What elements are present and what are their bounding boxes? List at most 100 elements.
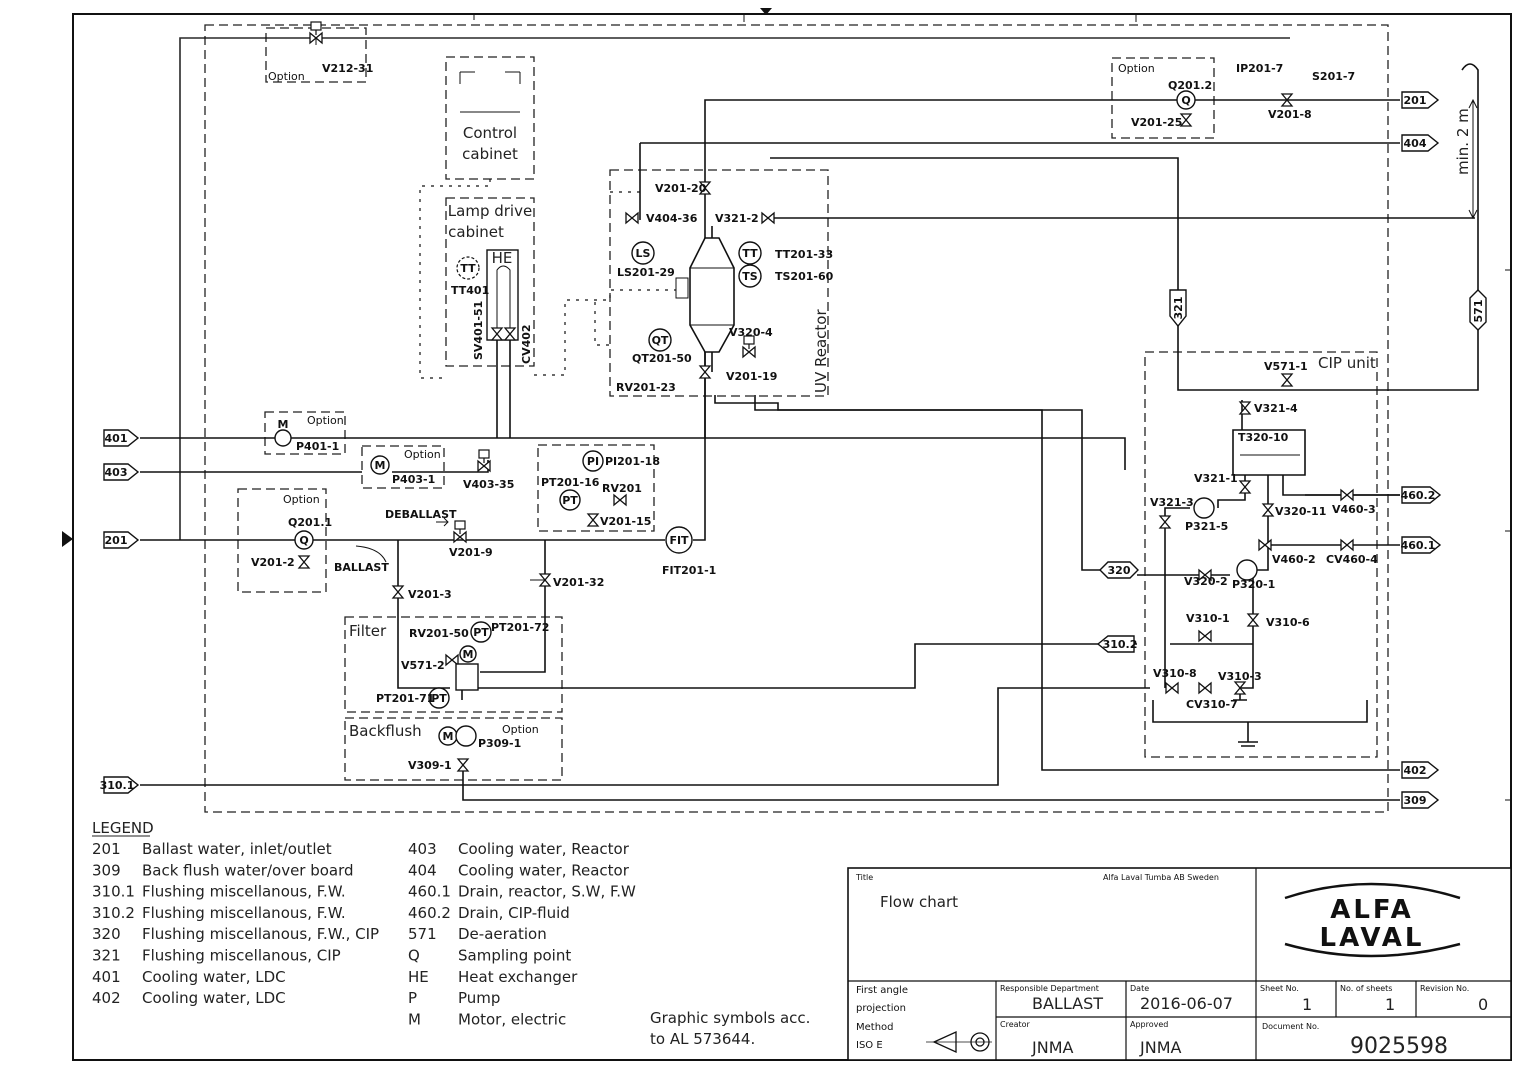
legend-code: 403 xyxy=(408,840,437,858)
svg-text:Option: Option xyxy=(307,414,344,427)
pump-p321-5 xyxy=(1193,497,1215,519)
instr-ts: TS xyxy=(738,264,762,288)
svg-text:QT: QT xyxy=(652,334,669,347)
instr-pt16: PT xyxy=(559,489,581,511)
svg-text:V201-2: V201-2 xyxy=(251,556,295,569)
projection-symbol xyxy=(926,1030,992,1054)
svg-text:V201-3: V201-3 xyxy=(408,588,452,601)
svg-text:V201-9: V201-9 xyxy=(449,546,493,559)
svg-text:V320-2: V320-2 xyxy=(1184,575,1228,588)
inlet-401: 401 xyxy=(103,429,140,447)
svg-text:PT: PT xyxy=(473,626,489,639)
svg-text:V201-19: V201-19 xyxy=(726,370,777,383)
svg-text:9025598: 9025598 xyxy=(1350,1034,1448,1059)
legend-desc: Pump xyxy=(458,989,500,1007)
legend-desc: Cooling water, Reactor xyxy=(458,861,630,879)
outlet-309: 309 xyxy=(1401,791,1440,809)
svg-text:TT401: TT401 xyxy=(451,284,489,297)
backflush-box xyxy=(344,717,563,781)
svg-text:401: 401 xyxy=(105,432,128,445)
svg-text:404: 404 xyxy=(1404,137,1427,150)
svg-text:2016-06-07: 2016-06-07 xyxy=(1140,994,1233,1013)
svg-text:Method: Method xyxy=(856,1022,894,1033)
svg-text:BALLAST: BALLAST xyxy=(1032,994,1103,1013)
svg-text:V310-3: V310-3 xyxy=(1218,670,1262,683)
legend-desc: Motor, electric xyxy=(458,1010,566,1028)
svg-text:V403-35: V403-35 xyxy=(463,478,514,491)
svg-text:V201-20: V201-20 xyxy=(655,182,707,195)
svg-text:V321-2: V321-2 xyxy=(715,212,759,225)
svg-text:1: 1 xyxy=(1302,995,1312,1014)
svg-text:Option: Option xyxy=(404,448,441,461)
svg-text:V571-1: V571-1 xyxy=(1264,360,1308,373)
svg-text:Q201.1: Q201.1 xyxy=(288,516,332,529)
svg-text:P321-5: P321-5 xyxy=(1185,520,1228,533)
svg-text:V310-8: V310-8 xyxy=(1153,667,1197,680)
svg-text:TT: TT xyxy=(460,262,476,275)
tag-labels: V212-31 IP201-7 S201-7 Q201.2 V201-25 V2… xyxy=(251,62,1378,772)
svg-text:HE: HE xyxy=(492,249,513,267)
svg-text:V321-1: V321-1 xyxy=(1194,472,1238,485)
svg-text:201: 201 xyxy=(1404,94,1427,107)
svg-text:1: 1 xyxy=(1385,995,1395,1014)
outlet-402: 402 xyxy=(1401,761,1440,779)
svg-text:Revision No.: Revision No. xyxy=(1420,984,1469,993)
svg-text:321: 321 xyxy=(1172,297,1185,320)
legend-code: 460.2 xyxy=(408,904,451,922)
lamp-drive-label-2: cabinet xyxy=(448,223,504,241)
svg-text:V321-3: V321-3 xyxy=(1150,496,1194,509)
legend-code: 310.2 xyxy=(92,904,135,922)
outlet-404: 404 xyxy=(1401,134,1440,152)
legend-desc: Cooling water, LDC xyxy=(142,989,286,1007)
svg-text:FIT201-1: FIT201-1 xyxy=(662,564,716,577)
legend-code: 320 xyxy=(92,925,121,943)
legend-desc: Flushing miscellanous, F.W., CIP xyxy=(142,925,379,943)
svg-text:P309-1: P309-1 xyxy=(478,737,521,750)
svg-text:V212-31: V212-31 xyxy=(322,62,373,75)
lamp-drive-box xyxy=(445,197,535,367)
svg-text:201: 201 xyxy=(105,534,128,547)
inlet-310-1: 310.1 xyxy=(100,776,140,794)
svg-text:TT201-33: TT201-33 xyxy=(775,248,833,261)
option-box-pi xyxy=(537,444,655,532)
instr-ls: LS xyxy=(631,241,655,265)
inlet-403: 403 xyxy=(103,463,140,481)
backflush-label: Backflush xyxy=(349,722,422,740)
svg-text:V310-6: V310-6 xyxy=(1266,616,1310,629)
svg-text:Q: Q xyxy=(1181,94,1190,107)
svg-text:Option: Option xyxy=(1118,62,1155,75)
alfa-laval-logo: ALFA LAVAL xyxy=(1284,882,1461,958)
svg-text:Option: Option xyxy=(283,493,320,506)
svg-text:M: M xyxy=(278,418,289,431)
svg-text:403: 403 xyxy=(105,466,128,479)
svg-text:V201-25: V201-25 xyxy=(1131,116,1182,129)
legend-desc: Cooling water, LDC xyxy=(142,968,286,986)
svg-text:Alfa Laval Tumba AB Sweden: Alfa Laval Tumba AB Sweden xyxy=(1103,873,1219,882)
svg-text:P320-1: P320-1 xyxy=(1232,578,1275,591)
instr-fit: FIT xyxy=(665,526,693,554)
svg-text:RV201: RV201 xyxy=(602,482,642,495)
heat-exchanger: HE xyxy=(486,249,519,341)
svg-text:Date: Date xyxy=(1130,984,1149,993)
svg-text:M: M xyxy=(375,459,386,472)
connector-310-2: 310.2 xyxy=(1096,635,1138,653)
svg-text:PT201-16: PT201-16 xyxy=(541,476,600,489)
svg-text:LS201-29: LS201-29 xyxy=(617,266,675,279)
lamp-drive-label: Lamp drive xyxy=(448,202,532,220)
svg-text:Sheet No.: Sheet No. xyxy=(1260,984,1299,993)
svg-text:Graphic symbols acc.: Graphic symbols acc. xyxy=(650,1009,810,1027)
legend-code: 201 xyxy=(92,840,121,858)
svg-text:M: M xyxy=(443,730,454,743)
svg-text:M: M xyxy=(463,648,474,661)
legend-code: HE xyxy=(408,968,429,986)
svg-text:V310-1: V310-1 xyxy=(1186,612,1230,625)
svg-text:P401-1: P401-1 xyxy=(296,440,339,453)
svg-text:V320-11: V320-11 xyxy=(1275,505,1326,518)
svg-text:310.2: 310.2 xyxy=(1103,638,1138,651)
svg-text:V201-15: V201-15 xyxy=(600,515,651,528)
svg-text:Flow chart: Flow chart xyxy=(880,893,958,911)
svg-text:460.2: 460.2 xyxy=(1401,489,1436,502)
system-boundary xyxy=(204,24,1389,813)
svg-text:Creator: Creator xyxy=(1000,1020,1031,1029)
svg-text:V201-8: V201-8 xyxy=(1268,108,1312,121)
